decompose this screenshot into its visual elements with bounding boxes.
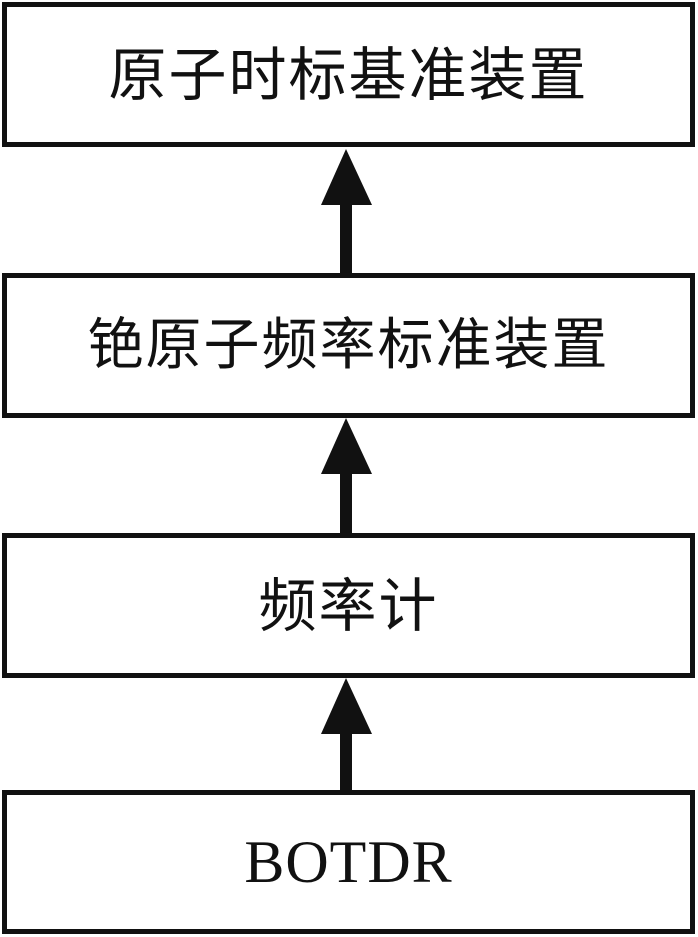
flowchart-node-frequency-counter[interactable]: 频率计 xyxy=(2,533,695,678)
node-label: BOTDR xyxy=(244,829,453,895)
arrow-up-icon xyxy=(321,149,372,273)
arrow-up-icon xyxy=(321,678,372,790)
node-label: 原子时标基准装置 xyxy=(108,40,589,109)
flowchart-node-botdr[interactable]: BOTDR xyxy=(2,790,695,934)
connector-arrow-up xyxy=(0,147,698,273)
connector-arrow-up xyxy=(0,418,698,533)
flowchart-node-cesium-frequency-standard[interactable]: 铯原子频率标准装置 xyxy=(2,273,695,418)
node-label: 频率计 xyxy=(258,571,439,640)
arrow-up-icon xyxy=(321,418,372,533)
flowchart-node-atomic-time-reference[interactable]: 原子时标基准装置 xyxy=(2,2,695,147)
connector-arrow-up xyxy=(0,678,698,790)
node-label: 铯原子频率标准装置 xyxy=(87,312,610,378)
